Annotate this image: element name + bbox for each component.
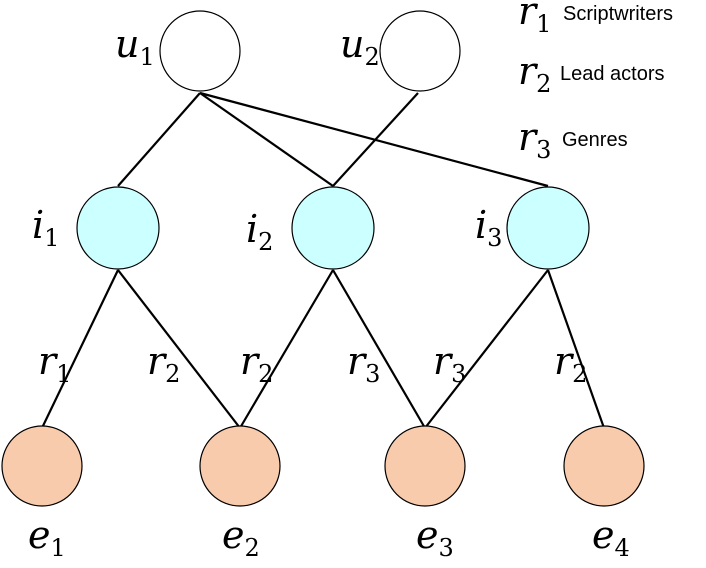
edge-i3-e3 bbox=[424, 269, 549, 429]
edge-i2-e2 bbox=[239, 269, 334, 429]
edge-u1-i3 bbox=[199, 91, 549, 188]
item-node-i3: i3 bbox=[475, 186, 590, 270]
edge-i1-e2 bbox=[117, 269, 241, 429]
entity-node-e3-circle bbox=[384, 425, 466, 507]
entity-node-e4-circle bbox=[563, 425, 645, 507]
item-node-i2-label: i2 bbox=[246, 207, 273, 256]
edge-i3-e4 bbox=[546, 269, 606, 429]
entity-node-e1: e1 bbox=[1, 425, 83, 562]
entity-node-e4-label: e4 bbox=[592, 513, 630, 562]
legend-item-r3: r3 Genres bbox=[518, 115, 628, 164]
entity-node-e3: e3 bbox=[384, 425, 466, 562]
item-node-i2-circle bbox=[291, 186, 375, 270]
legend-item-r1: r1 Scriptwriters bbox=[518, 0, 673, 38]
item-node-i3-circle bbox=[506, 186, 590, 270]
entity-node-e1-circle bbox=[1, 425, 83, 507]
edge-u2-i2 bbox=[332, 92, 419, 187]
legend-item-r2: r2 Lead actors bbox=[518, 49, 665, 98]
user-node-u2-label: u2 bbox=[340, 22, 380, 71]
relation-legend: r1 Scriptwriters r2 Lead actors r3 Genre… bbox=[518, 0, 673, 164]
user-node-u2: u2 bbox=[340, 10, 461, 92]
user-node-u1: u1 bbox=[115, 10, 241, 92]
relation-label-i3-e3: r3 bbox=[433, 339, 466, 388]
item-node-i1-circle bbox=[76, 186, 160, 270]
entity-node-e3-label: e3 bbox=[416, 513, 454, 562]
item-entity-edges bbox=[41, 269, 606, 429]
legend-label-genres: Genres bbox=[562, 129, 628, 151]
legend-label-lead-actors: Lead actors bbox=[560, 63, 665, 85]
user-item-edges bbox=[117, 91, 549, 188]
relation-label-i3-e4: r2 bbox=[554, 339, 587, 388]
edge-u1-i2 bbox=[199, 92, 334, 187]
relation-labels: r1 r2 r2 r3 r3 r2 bbox=[38, 339, 587, 388]
edge-u1-i1 bbox=[117, 92, 201, 187]
legend-symbol-r2: r2 bbox=[518, 49, 551, 98]
item-node-i1: i1 bbox=[32, 186, 160, 270]
entity-node-e2-label: e2 bbox=[222, 513, 260, 562]
edge-i2-e3 bbox=[332, 269, 426, 429]
legend-symbol-r1: r1 bbox=[518, 0, 551, 38]
relation-label-i1-e1: r1 bbox=[38, 339, 71, 388]
edge-i1-e1 bbox=[41, 269, 119, 429]
item-node-i2: i2 bbox=[246, 186, 375, 270]
entity-node-e2-circle bbox=[199, 425, 281, 507]
entity-node-e2: e2 bbox=[199, 425, 281, 562]
entity-node-e4: e4 bbox=[563, 425, 645, 562]
relation-label-i1-e2: r2 bbox=[147, 339, 180, 388]
user-node-u1-label: u1 bbox=[115, 22, 155, 71]
user-node-u1-circle bbox=[159, 10, 241, 92]
user-node-u2-circle bbox=[379, 10, 461, 92]
relation-label-i2-e3: r3 bbox=[347, 339, 380, 388]
legend-symbol-r3: r3 bbox=[518, 115, 551, 164]
relation-label-i2-e2: r2 bbox=[240, 339, 273, 388]
item-node-i1-label: i1 bbox=[32, 203, 59, 252]
item-node-i3-label: i3 bbox=[475, 203, 502, 252]
legend-label-scriptwriters: Scriptwriters bbox=[563, 3, 673, 25]
entity-node-e1-label: e1 bbox=[28, 513, 66, 562]
